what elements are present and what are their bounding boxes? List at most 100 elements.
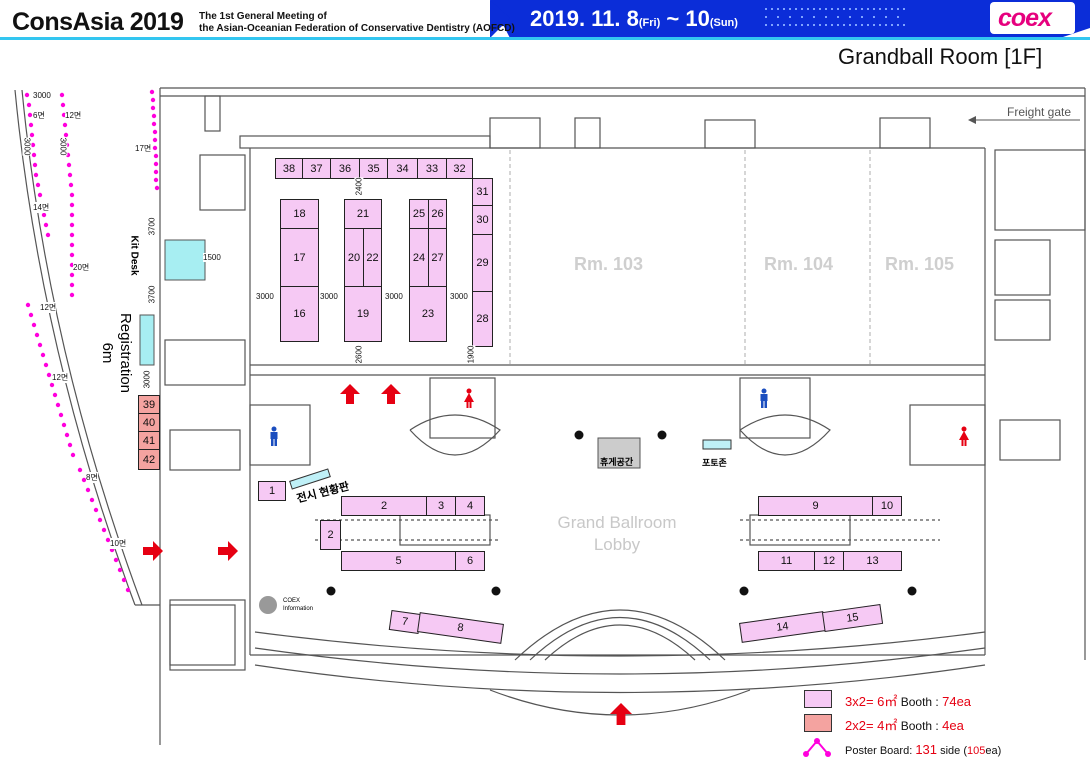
booth-24[interactable]: 24: [409, 228, 429, 287]
red-arrow-icon: [218, 541, 238, 561]
red-arrow-icon: [143, 541, 163, 561]
booth-39[interactable]: 39: [138, 395, 160, 414]
booth-28[interactable]: 28: [472, 291, 493, 347]
registration-label: Registration 6m: [98, 313, 134, 393]
poster-count: 6면: [33, 110, 45, 121]
dimension-label: 3000: [450, 292, 468, 301]
legend-formula: 3x2= 6㎡: [845, 694, 898, 709]
dimension-label: 3000: [256, 292, 274, 301]
booth-16[interactable]: 16: [280, 286, 319, 342]
legend-count: 131: [915, 742, 938, 757]
booth-2-side[interactable]: 2: [320, 520, 341, 550]
female-restroom-icon: [959, 426, 969, 446]
dimension-label: 3700: [147, 217, 157, 236]
legend-swatch-red: [804, 714, 832, 732]
booth-35[interactable]: 35: [359, 158, 388, 179]
registration-size: 6m: [99, 342, 117, 364]
coex-info-label: COEX Information: [283, 597, 313, 613]
event-title: ConsAsia 2019: [12, 8, 184, 36]
event-subtitle: The 1st General Meeting of the Asian-Oce…: [199, 11, 515, 35]
booth-9[interactable]: 9: [758, 496, 873, 516]
red-arrow-icon: [340, 384, 360, 404]
legend-count: 74ea: [942, 694, 972, 709]
booth-18[interactable]: 18: [280, 199, 319, 229]
legend-count: 4ea: [942, 718, 964, 733]
booth-30[interactable]: 30: [472, 205, 493, 235]
room-title: Grandball Room [1F]: [838, 44, 1043, 69]
subtitle-line-2: the Asian-Oceanian Federation of Conserv…: [199, 23, 515, 34]
booth-2[interactable]: 2: [341, 496, 427, 516]
red-arrow-icon: [381, 384, 401, 404]
legend-label: Booth :: [897, 695, 943, 709]
booth-27[interactable]: 27: [428, 228, 447, 287]
dimension-label: 3000: [320, 292, 338, 301]
booth-41[interactable]: 41: [138, 431, 160, 450]
booth-10[interactable]: 10: [872, 496, 902, 516]
date-end: ~ 10: [660, 6, 710, 31]
date-day-start: (Fri): [638, 17, 661, 29]
booth-20[interactable]: 20: [344, 228, 364, 287]
booth-33[interactable]: 33: [417, 158, 447, 179]
poster-count: 14면: [33, 202, 50, 213]
freight-gate-label: Freight gate: [1007, 105, 1072, 119]
lobby-line-1: Grand Ballroom: [557, 513, 677, 532]
room-103-label: Rm. 103: [574, 254, 644, 274]
lobby-line-2: Lobby: [593, 535, 641, 554]
poster-count: 17면: [135, 143, 152, 154]
booth-25[interactable]: 25: [409, 199, 429, 229]
legend-item-6sqm: 3x2= 6㎡ Booth : 74ea: [845, 691, 971, 710]
booth-42[interactable]: 42: [138, 449, 160, 470]
header-bar: [0, 0, 1090, 40]
booth-19[interactable]: 19: [344, 286, 382, 342]
photo-zone-label: 포토존: [702, 458, 727, 468]
rest-area-label: 휴게공간: [600, 457, 634, 467]
booth-11[interactable]: 11: [758, 551, 815, 571]
subtitle-line-1: The 1st General Meeting of: [199, 11, 327, 22]
booth-23[interactable]: 23: [409, 286, 447, 342]
event-date: 2019. 11. 8(Fri) ~ 10(Sun): [530, 6, 738, 32]
room-105-label: Rm. 105: [885, 254, 955, 274]
booth-31[interactable]: 31: [472, 178, 493, 206]
poster-board-legend-icon: [803, 738, 831, 757]
dimension-label: 2400: [354, 177, 364, 196]
booth-4[interactable]: 4: [455, 496, 485, 516]
poster-dim: 3000: [58, 137, 68, 156]
male-restroom-icon: [270, 426, 278, 446]
dimension-label: 1500: [203, 253, 221, 262]
date-start: 2019. 11. 8: [530, 6, 639, 31]
registration-title: Registration: [117, 312, 135, 394]
lobby-label: Grand Ballroom Lobby: [547, 512, 687, 556]
dimension-label: 2600: [354, 345, 364, 364]
poster-count: 20면: [73, 262, 90, 273]
legend-label: Booth :: [897, 719, 943, 733]
female-restroom-icon: [464, 388, 474, 408]
legend-item-4sqm: 2x2= 4㎡ Booth : 4ea: [845, 715, 964, 734]
booth-5[interactable]: 5: [341, 551, 456, 571]
booth-17[interactable]: 17: [280, 228, 319, 287]
male-restroom-icon: [760, 388, 768, 408]
booth-21[interactable]: 21: [344, 199, 382, 229]
poster-count: 10면: [110, 538, 127, 549]
booth-6[interactable]: 6: [455, 551, 485, 571]
booth-38[interactable]: 38: [275, 158, 303, 179]
legend-side: side (: [937, 745, 967, 757]
legend-formula: 2x2= 4㎡: [845, 718, 898, 733]
booth-40[interactable]: 40: [138, 413, 160, 432]
kit-desk-label: Kit Desk: [128, 235, 140, 276]
poster-dim-top: 3000: [33, 91, 51, 100]
booth-22[interactable]: 22: [363, 228, 382, 287]
booth-13[interactable]: 13: [843, 551, 902, 571]
booth-29[interactable]: 29: [472, 234, 493, 292]
poster-count: 8면: [86, 472, 98, 483]
booth-36[interactable]: 36: [330, 158, 360, 179]
booth-37[interactable]: 37: [302, 158, 331, 179]
booth-32[interactable]: 32: [446, 158, 473, 179]
legend-item-poster: Poster Board: 131 side (105ea): [845, 742, 1001, 757]
booth-12[interactable]: 12: [814, 551, 844, 571]
booth-1[interactable]: 1: [258, 481, 286, 501]
booth-26[interactable]: 26: [428, 199, 447, 229]
booth-34[interactable]: 34: [387, 158, 418, 179]
booth-3[interactable]: 3: [426, 496, 456, 516]
legend-label: Poster Board:: [845, 745, 916, 757]
